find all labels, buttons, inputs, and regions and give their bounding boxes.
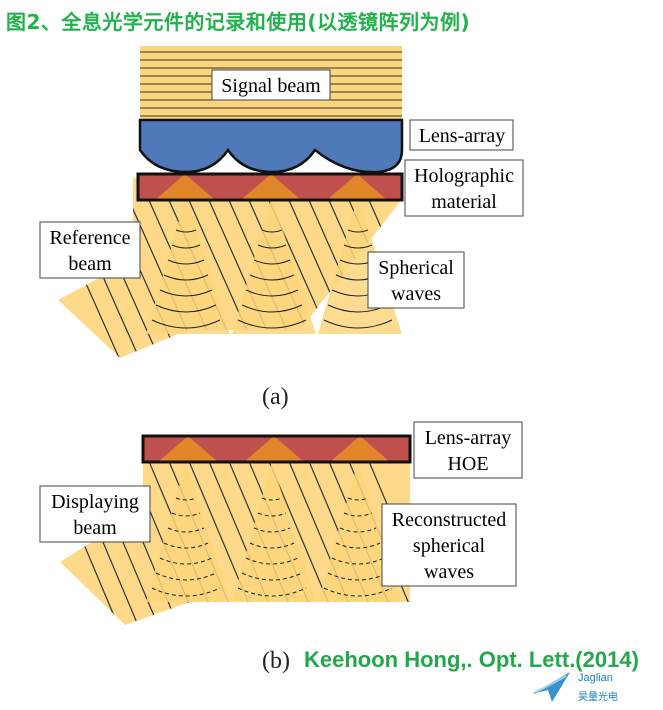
label-spherical-waves: Spherical waves — [367, 251, 465, 309]
svg-text:HOE: HOE — [447, 453, 488, 475]
label-reference-beam: Reference beam — [39, 221, 141, 279]
svg-text:Lens-array: Lens-array — [425, 427, 512, 449]
svg-text:waves: waves — [391, 283, 441, 305]
panel-a: Signal beam Lens-array Holographic mater… — [39, 46, 524, 358]
svg-text:Displaying: Displaying — [51, 491, 139, 513]
label-holographic-material: Holographic material — [404, 159, 524, 217]
svg-text:Reference: Reference — [49, 227, 130, 249]
panel-b-label: (b) — [262, 648, 290, 674]
reconstructed-wave-cones — [146, 462, 402, 602]
svg-text:beam: beam — [73, 517, 117, 539]
panel-b: Lens-array HOE Displaying beam Reconstru… — [39, 421, 523, 625]
light-wave-logo-icon — [532, 672, 570, 702]
spherical-wave-cones — [146, 196, 402, 334]
watermark-text: Jaglian — [578, 672, 613, 684]
svg-text:Signal beam: Signal beam — [221, 75, 321, 97]
holographic-material — [136, 172, 404, 202]
watermark: Jaglian 昊量光电 — [530, 668, 660, 708]
label-reconstructed-waves: Reconstructed spherical waves — [381, 503, 517, 587]
svg-text:Lens-array: Lens-array — [419, 125, 506, 147]
svg-text:beam: beam — [68, 253, 112, 275]
svg-text:waves: waves — [424, 561, 474, 583]
svg-text:Spherical: Spherical — [378, 257, 454, 279]
label-lens-array: Lens-array — [409, 119, 514, 151]
svg-text:Reconstructed: Reconstructed — [392, 509, 506, 531]
label-displaying-beam: Displaying beam — [39, 485, 151, 543]
citation: Keehoon Hong,. Opt. Lett.(2014) — [304, 647, 639, 672]
svg-text:spherical: spherical — [413, 535, 486, 557]
watermark-text-cn: 昊量光电 — [578, 692, 618, 703]
lens-array-hoe — [141, 434, 412, 464]
lens-array — [138, 118, 404, 174]
svg-text:Holographic: Holographic — [414, 165, 514, 187]
label-signal-beam: Signal beam — [211, 69, 331, 101]
figure-title: 图2、全息光学元件的记录和使用(以透镜阵列为例) — [6, 10, 471, 34]
svg-text:material: material — [431, 191, 497, 213]
panel-a-label: (a) — [262, 384, 289, 410]
label-lens-array-hoe: Lens-array HOE — [413, 421, 523, 479]
